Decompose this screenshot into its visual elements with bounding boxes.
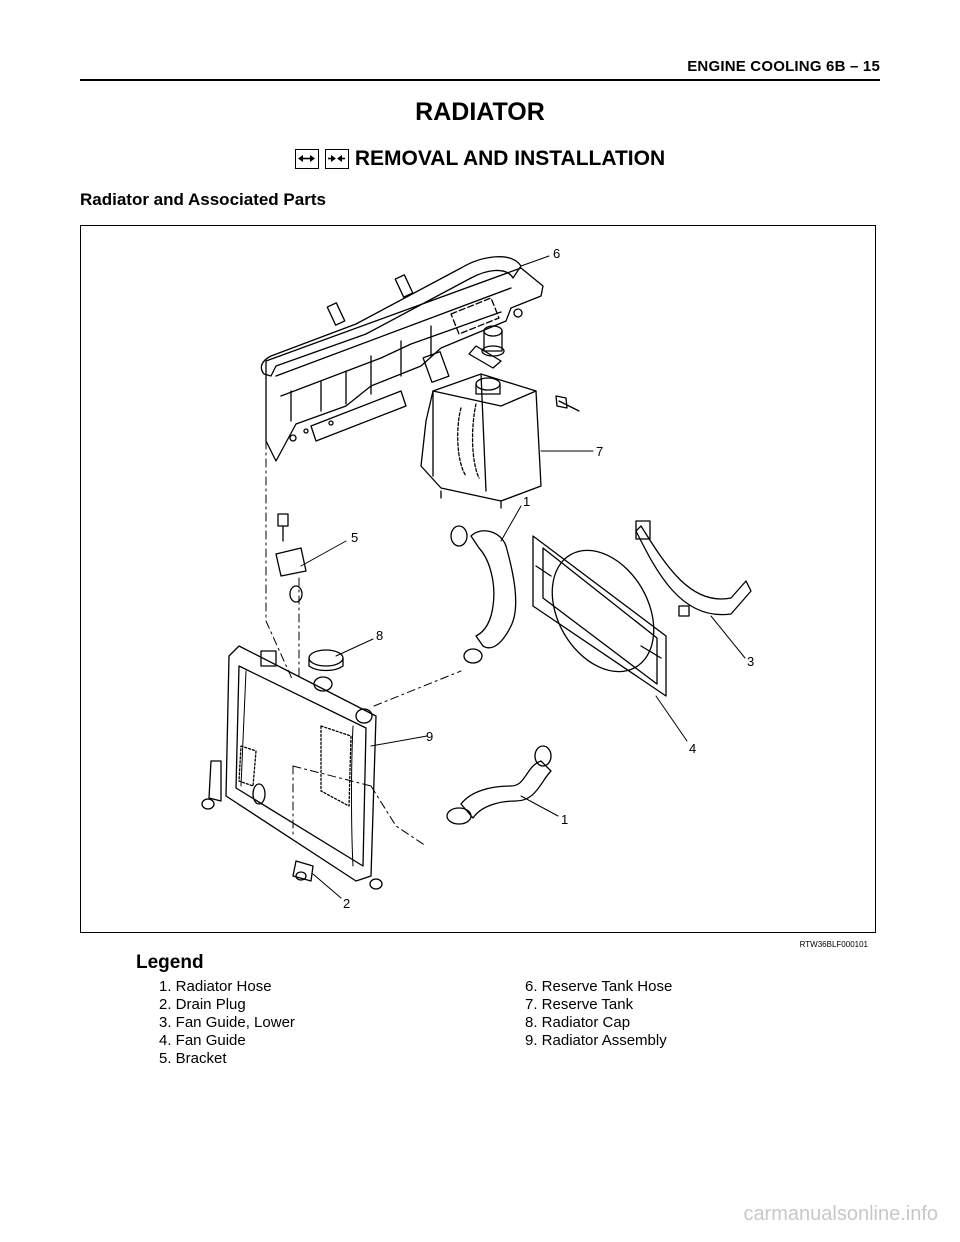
- callout-label: 8: [376, 628, 383, 643]
- callout-label: 5: [351, 530, 358, 545]
- callout-label: 7: [596, 444, 603, 459]
- procedure-heading: REMOVAL AND INSTALLATION: [0, 147, 960, 171]
- legend-column-left: 1. Radiator Hose 2. Drain Plug 3. Fan Gu…: [159, 978, 295, 1068]
- core-support-part: [265, 267, 544, 462]
- legend-item: 6. Reserve Tank Hose: [525, 978, 673, 995]
- bracket-part: [275, 513, 307, 603]
- tank-neck-part: [468, 325, 505, 369]
- callout-label: 1: [561, 812, 568, 827]
- header-rule: [80, 79, 880, 81]
- legend-item: 9. Radiator Assembly: [525, 1032, 667, 1049]
- subheading: Radiator and Associated Parts: [80, 190, 326, 209]
- legend-item: 7. Reserve Tank: [525, 996, 634, 1013]
- radiator-exploded-diagram: 6 7 1 5 8 3 9 4 1 2: [80, 225, 876, 933]
- legend-item: 8. Radiator Cap: [525, 1014, 631, 1031]
- legend-item: 2. Drain Plug: [159, 996, 246, 1013]
- legend-item: 5. Bracket: [159, 1050, 227, 1067]
- procedure-title: REMOVAL AND INSTALLATION: [354, 147, 666, 170]
- legend-column-right: 6. Reserve Tank Hose 7. Reserve Tank 8. …: [525, 978, 672, 1050]
- radiator-assembly-part: [201, 645, 383, 890]
- legend-item: 4. Fan Guide: [159, 1032, 246, 1049]
- legend-item: 1. Radiator Hose: [159, 978, 272, 995]
- reserve-tank-hose-part: [260, 256, 523, 377]
- figure-code: RTW36BLF000101: [799, 940, 868, 949]
- tank-bolt-part: [555, 395, 580, 412]
- fan-guide-lower-part: [635, 520, 752, 617]
- section-title: RADIATOR: [415, 98, 545, 126]
- remove-icon: [294, 149, 319, 169]
- legend-item: 3. Fan Guide, Lower: [159, 1014, 295, 1031]
- reserve-tank-part: [420, 373, 542, 509]
- install-icon: [324, 149, 349, 169]
- callout-label: 3: [747, 654, 754, 669]
- radiator-cap-part: [308, 649, 344, 672]
- drain-plug-part: [292, 860, 314, 882]
- watermark: carmanualsonline.info: [743, 1203, 938, 1225]
- lower-radiator-hose-part: [446, 745, 552, 825]
- callout-label: 6: [553, 246, 560, 261]
- callout-label: 4: [689, 741, 696, 756]
- upper-radiator-hose-part: [450, 525, 517, 664]
- callout-label: 2: [343, 896, 350, 911]
- callout-label: 9: [426, 729, 433, 744]
- callout-label: 1: [523, 494, 530, 509]
- legend-title: Legend: [136, 952, 204, 973]
- running-header: ENGINE COOLING 6B – 15: [687, 58, 880, 75]
- fan-guide-part: [532, 535, 667, 697]
